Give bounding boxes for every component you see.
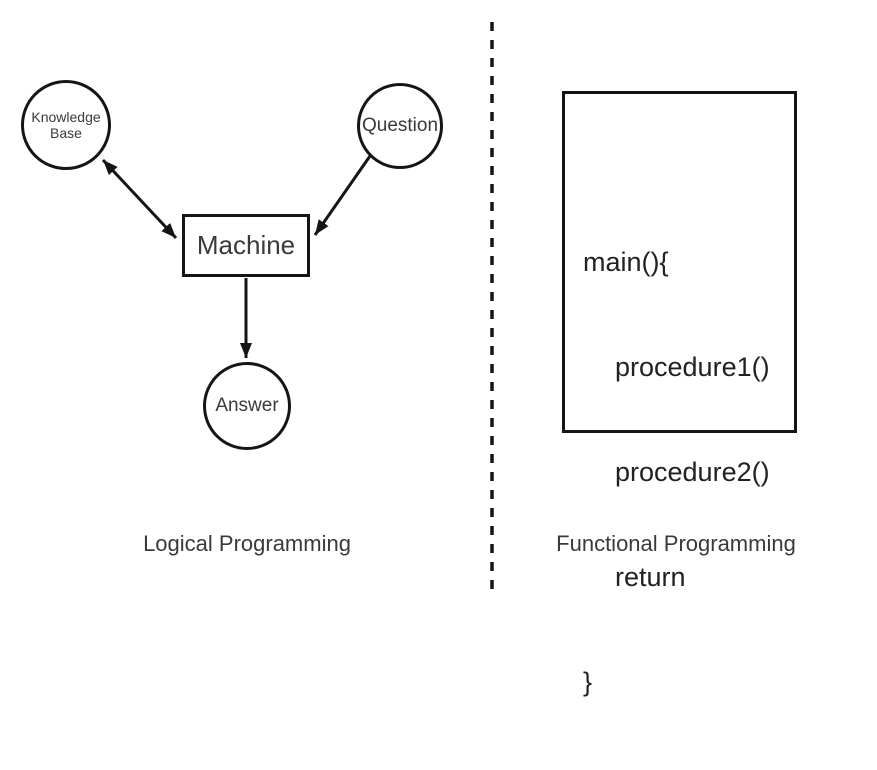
node-knowledge-base-label-line2: Base: [50, 125, 82, 141]
node-machine: Machine: [182, 214, 310, 277]
right-panel-caption: Functional Programming: [556, 531, 796, 556]
code-line-procedure1: procedure1(): [615, 352, 770, 382]
node-knowledge-base-label-line1: Knowledge: [31, 109, 101, 125]
code-line-procedure2: procedure2(): [615, 457, 770, 487]
code-box: main(){ procedure1() procedure2() return…: [562, 91, 797, 697]
node-question-label: Question: [361, 115, 439, 136]
node-machine-label: Machine: [196, 230, 296, 260]
node-question: Question: [357, 83, 443, 169]
code-line-return: return: [615, 562, 686, 592]
arrow-question-machine: [313, 155, 372, 236]
programming-paradigms-diagram: Knowledge Base Question Machine Answer m…: [21, 22, 797, 697]
arrow-knowledgebase-machine: [101, 158, 178, 240]
code-line-closing-brace: }: [583, 667, 593, 697]
node-knowledge-base: Knowledge Base: [21, 80, 111, 170]
node-answer-label: Answer: [215, 395, 279, 416]
code-line-main: main(){: [583, 247, 669, 277]
node-answer: Answer: [203, 362, 291, 450]
connector-layer: [101, 22, 494, 596]
left-panel-caption: Logical Programming: [143, 531, 351, 556]
